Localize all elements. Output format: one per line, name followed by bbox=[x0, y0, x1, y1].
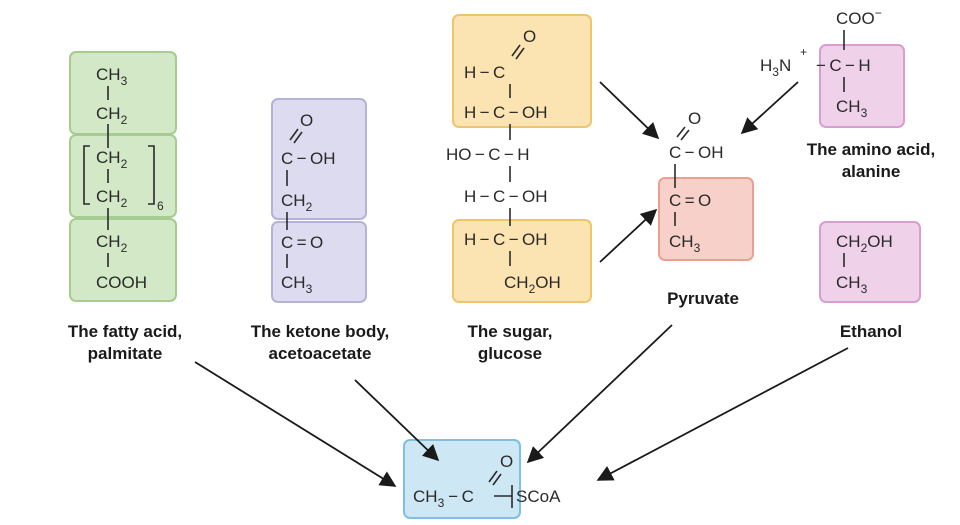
palmitate-left-bracket bbox=[83, 145, 90, 205]
acetoacetate-ch3: CH3 bbox=[281, 273, 313, 296]
arrow-palmitate-to-acetyl-coa bbox=[194, 361, 397, 487]
alanine-box bbox=[819, 44, 905, 128]
acetoacetate-structure: O C − OH CH2 C = O CH3 The ketone body, … bbox=[251, 98, 390, 363]
acetoacetate-c-eq-o: C = O bbox=[281, 233, 323, 252]
glucose-row3: HO − C − H bbox=[446, 145, 530, 164]
palmitate-repeat-count: 6 bbox=[157, 199, 164, 213]
acetoacetate-label-line2: acetoacetate bbox=[268, 344, 371, 363]
pyruvate-c-eq-o: C = O bbox=[669, 191, 711, 210]
acetyl-coa-ch3: CH3− C bbox=[413, 487, 474, 510]
glucose-top-box bbox=[452, 14, 592, 128]
pyruvate-structure: O C − OH C = O CH3 Pyruvate bbox=[658, 109, 754, 308]
palmitate-bottom-box bbox=[69, 218, 177, 302]
ethanol-label: Ethanol bbox=[840, 322, 902, 341]
glucose-label-line2: glucose bbox=[478, 344, 542, 363]
palmitate-structure: CH3 CH2 CH2 CH2 6 CH2 COOH The fatty aci… bbox=[68, 51, 182, 363]
glucose-structure: O H − C H − C − OH HO − C − H H − C − OH… bbox=[446, 14, 592, 363]
alanine-label-line1: The amino acid, bbox=[807, 140, 935, 159]
acetoacetate-label-line1: The ketone body, bbox=[251, 322, 390, 341]
alanine-h3n: H3N bbox=[760, 56, 791, 79]
glucose-row5: H − C − OH bbox=[464, 230, 548, 249]
acetoacetate-top-box bbox=[271, 98, 367, 220]
pyruvate-label: Pyruvate bbox=[667, 289, 739, 308]
palmitate-ch2-a: CH2 bbox=[96, 104, 128, 127]
palmitate-ch2-b: CH2 bbox=[96, 148, 128, 171]
glucose-bottom-box bbox=[452, 219, 592, 303]
glucose-row1: H − C bbox=[464, 63, 505, 82]
palmitate-label-line2: palmitate bbox=[88, 344, 163, 363]
acetyl-coa-structure: CH3− C O SCoA bbox=[403, 439, 561, 519]
acetyl-coa-o: O bbox=[500, 452, 513, 471]
acetoacetate-bottom-box bbox=[271, 221, 367, 303]
palmitate-ch3: CH3 bbox=[96, 65, 128, 88]
ethanol-ch2oh: CH2OH bbox=[836, 232, 893, 255]
acetoacetate-c-oh: C − OH bbox=[281, 149, 336, 168]
alanine-plus-charge: + bbox=[800, 45, 807, 59]
pyruvate-c-oh: C − OH bbox=[669, 143, 724, 162]
arrow-glucose-top-to-pyruvate bbox=[599, 81, 660, 140]
ethanol-box bbox=[819, 221, 921, 303]
acetoacetate-o: O bbox=[300, 111, 313, 130]
palmitate-ch2-d: CH2 bbox=[96, 232, 128, 255]
acetyl-coa-scoa: SCoA bbox=[516, 487, 561, 506]
palmitate-cooh: COOH bbox=[96, 273, 147, 292]
ethanol-structure: CH2OH CH3 Ethanol bbox=[819, 221, 921, 341]
palmitate-repeat-box bbox=[69, 134, 177, 218]
glucose-row2: H − C − OH bbox=[464, 103, 548, 122]
pyruvate-ch3: CH3 bbox=[669, 232, 701, 255]
alanine-c-h: − C − H bbox=[816, 56, 871, 75]
alanine-label-line2: alanine bbox=[842, 162, 901, 181]
arrow-ethanol-to-acetyl-coa bbox=[596, 347, 849, 481]
palmitate-label-line1: The fatty acid, bbox=[68, 322, 182, 341]
alanine-ch3: CH3 bbox=[836, 97, 868, 120]
arrow-pyruvate-to-acetyl-coa bbox=[526, 324, 673, 464]
pyruvate-o: O bbox=[688, 109, 701, 128]
arrow-alanine-to-pyruvate bbox=[740, 81, 799, 135]
glucose-row6: CH2OH bbox=[504, 273, 561, 296]
glucose-row4: H − C − OH bbox=[464, 187, 548, 206]
alanine-structure: COO− H3N + − C − H CH3 The amino acid, a… bbox=[760, 6, 935, 181]
glucose-label-line1: The sugar, bbox=[467, 322, 552, 341]
acetoacetate-ch2: CH2 bbox=[281, 191, 313, 214]
glucose-o: O bbox=[523, 27, 536, 46]
alanine-coo: COO− bbox=[836, 6, 882, 28]
arrow-acetoacetate-to-acetyl-coa bbox=[354, 379, 440, 462]
ethanol-ch3: CH3 bbox=[836, 273, 868, 296]
palmitate-ch2-c: CH2 bbox=[96, 187, 128, 210]
pyruvate-box bbox=[658, 177, 754, 261]
arrow-glucose-bottom-to-pyruvate bbox=[599, 208, 658, 263]
palmitate-right-bracket bbox=[148, 145, 155, 205]
